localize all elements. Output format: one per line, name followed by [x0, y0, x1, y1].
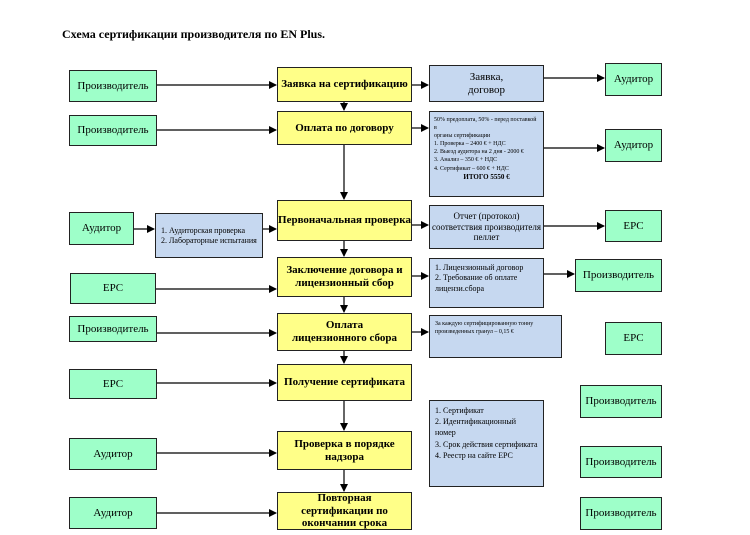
fee-line-1: За каждую сертифицированную тонну — [435, 321, 534, 327]
request-contract-box: Заявка, договор — [429, 65, 544, 102]
audit-tasks-box: 1. Аудиторская проверка 2. Лабораторные … — [155, 213, 263, 258]
audit-task-2: 2. Лабораторные испытания — [161, 235, 257, 245]
left-node-8: Аудитор — [69, 497, 157, 529]
left-node-5: Производитель — [69, 316, 157, 342]
payment-details-box: 50% предоплата, 50% - перед поставкой в … — [429, 111, 544, 197]
license-box: 1. Лицензионный договор 2. Требование об… — [429, 258, 544, 308]
certificate-line-3: 3. Срок действия сертификата — [435, 439, 538, 449]
report-line-3: пеллет — [473, 232, 500, 243]
payment-line-6: 4. Сертификат – 600 € + НДС — [434, 165, 509, 172]
step-6: Получение сертификата — [277, 364, 412, 401]
right-node-7: Производитель — [580, 446, 662, 478]
step-3: Первоначальная проверка — [277, 200, 412, 241]
right-node-2: Аудитор — [605, 129, 662, 162]
left-node-4: EPC — [70, 273, 156, 304]
payment-line-3: 1. Проверка – 2400 € + НДС — [434, 141, 506, 148]
fee-line-2: произведенных гранул – 0,15 € — [435, 329, 514, 336]
right-node-5: EPC — [605, 322, 662, 355]
certificate-box: 1. Сертификат 2. Идентификационный номер… — [429, 400, 544, 487]
license-line-3: лицензи.сбора — [435, 283, 485, 293]
license-line-2: 2. Требование об оплате — [435, 273, 518, 283]
request-line-1: Заявка, — [469, 70, 504, 83]
fee-box: За каждую сертифицированную тонну произв… — [429, 315, 562, 358]
report-line-2: соответствия производителя — [432, 221, 541, 232]
left-node-7: Аудитор — [69, 438, 157, 470]
right-node-8: Производитель — [580, 497, 662, 530]
step-5: Оплата лицензионного сбора — [277, 313, 412, 351]
right-node-6: Производитель — [580, 385, 662, 418]
left-node-1: Производитель — [69, 70, 157, 102]
left-node-2: Производитель — [69, 115, 157, 146]
step-8: Повторная сертификации по окончании срок… — [277, 492, 412, 530]
step-4: Заключение договора и лицензионный сбор — [277, 257, 412, 297]
certificate-line-1: 1. Сертификат — [435, 406, 484, 415]
payment-line-4: 2. Выезд аудитора на 2 дня - 2000 € — [434, 149, 524, 156]
certificate-line-2: 2. Идентификационный номер — [435, 417, 517, 438]
report-line-1: Отчет (протокол) — [453, 211, 520, 222]
step-2: Оплата по договору — [277, 111, 412, 145]
payment-line-1: 50% предоплата, 50% - перед поставкой в — [434, 117, 537, 132]
payment-line-5: 3. Анализ – 350 € + НДС — [434, 157, 498, 164]
right-node-1: Аудитор — [605, 63, 662, 96]
audit-task-1: 1. Аудиторская проверка — [161, 226, 246, 236]
step-1: Заявка на сертификацию — [277, 67, 412, 102]
license-line-1: 1. Лицензионный договор — [435, 263, 524, 272]
right-node-3: EPC — [605, 210, 662, 242]
payment-line-2: органы сертификации — [434, 133, 491, 140]
right-node-4: Производитель — [575, 259, 662, 292]
request-line-2: договор — [468, 83, 505, 96]
payment-total: ИТОГО 5550 € — [463, 172, 510, 181]
report-box: Отчет (протокол) соответствия производит… — [429, 205, 544, 249]
left-node-3: Аудитор — [69, 212, 134, 245]
certificate-line-4: 4. Реестр на сайте EPC — [435, 450, 513, 460]
left-node-6: EPC — [69, 369, 157, 399]
step-7: Проверка в порядке надзора — [277, 431, 412, 470]
diagram-title: Схема сертификации производителя по EN P… — [62, 27, 325, 41]
